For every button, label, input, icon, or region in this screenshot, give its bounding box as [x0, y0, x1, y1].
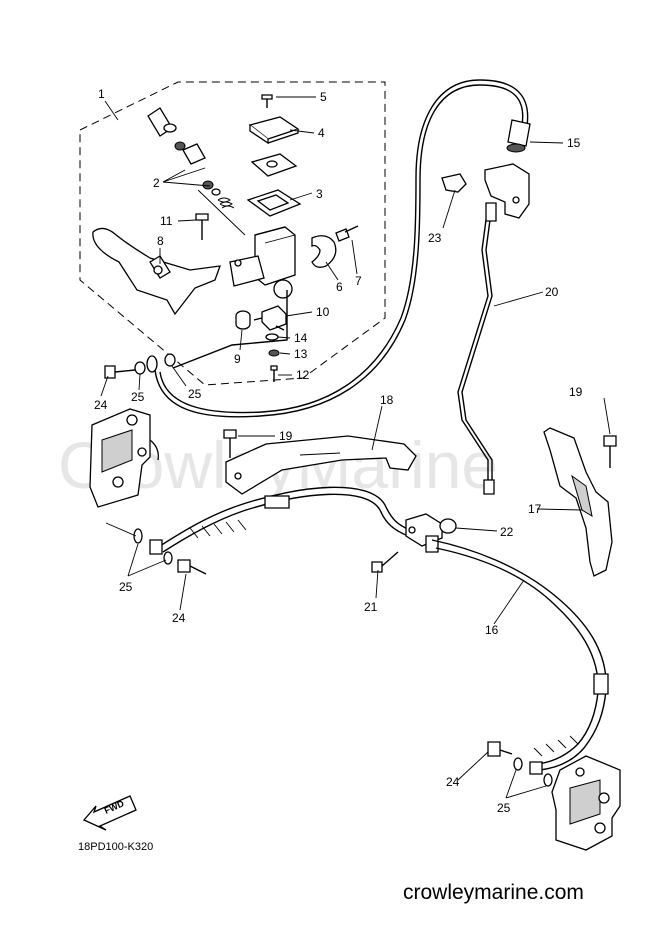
website-label: crowleymarine.com [403, 881, 584, 904]
callout-25-upper-a: 25 [131, 390, 145, 404]
callout-4: 4 [318, 126, 325, 140]
master-cylinder-hose [104, 79, 531, 418]
callout-25-middle: 25 [119, 580, 133, 594]
callout-19-right: 19 [569, 385, 583, 399]
callout-2: 2 [153, 176, 160, 190]
callout-16: 16 [485, 623, 499, 637]
callout-25-upper-b: 25 [188, 387, 202, 401]
callout-10: 10 [316, 305, 330, 319]
fwd-arrow: FWD [82, 795, 137, 831]
callout-24-middle: 24 [172, 611, 186, 625]
callout-6: 6 [336, 280, 343, 294]
left-caliper [89, 408, 159, 508]
right-caliper [551, 755, 621, 851]
callout-9: 9 [234, 352, 241, 366]
callout-11: 11 [160, 214, 173, 228]
callout-18: 18 [380, 393, 394, 407]
callout-25-lower: 25 [497, 801, 511, 815]
callout-7: 7 [355, 274, 362, 288]
callout-labels: 1 2 3 4 5 6 7 8 9 10 11 12 13 14 15 16 1… [94, 87, 583, 815]
left-hose-and-clamp [133, 429, 417, 575]
callout-24-upper: 24 [94, 398, 108, 412]
callout-12: 12 [296, 368, 310, 382]
right-bracket [543, 427, 617, 577]
callout-24-lower: 24 [446, 775, 460, 789]
callout-21: 21 [364, 600, 378, 614]
callout-5: 5 [320, 90, 327, 104]
callout-3: 3 [316, 187, 323, 201]
callout-20: 20 [545, 285, 559, 299]
callout-13: 13 [294, 347, 308, 361]
master-cylinder-assembly-boundary [79, 81, 386, 386]
junction-block [371, 513, 457, 573]
callout-19-left: 19 [279, 429, 293, 443]
master-cylinder-group [92, 94, 359, 382]
callout-14: 14 [294, 331, 308, 345]
diagram-code: 18PD100-K320 [78, 841, 153, 853]
callout-22: 22 [500, 525, 514, 539]
upper-junction [441, 163, 530, 495]
callout-17: 17 [528, 502, 542, 516]
callout-8: 8 [157, 234, 164, 248]
callout-1: 1 [98, 87, 105, 101]
leader-lines [100, 96, 611, 799]
callout-15: 15 [567, 136, 581, 150]
callout-23: 23 [428, 231, 442, 245]
right-hose [431, 539, 609, 787]
